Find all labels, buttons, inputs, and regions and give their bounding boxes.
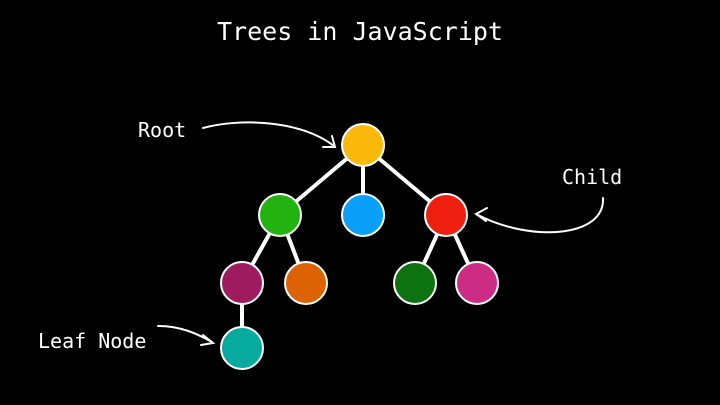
tree-node-purple (220, 261, 264, 305)
child-arrowhead (474, 207, 488, 222)
tree-node-green (258, 193, 302, 237)
diagram-title: Trees in JavaScript (217, 17, 503, 46)
leaf-annotation-label: Leaf Node (38, 329, 146, 353)
child-annotation-label: Child (562, 165, 622, 189)
leaf-arrowhead (200, 334, 216, 346)
tree-node-dark-green (393, 261, 437, 305)
root-annotation-label: Root (138, 118, 186, 142)
tree-node-orange (284, 261, 328, 305)
tree-node-root (341, 123, 385, 167)
root-arrowhead (322, 135, 337, 148)
tree-node-red (424, 193, 468, 237)
leaf-annotation-arrow (157, 325, 213, 343)
tree-node-magenta (455, 261, 499, 305)
root-annotation-arrow (202, 121, 335, 147)
tree-node-blue (341, 193, 385, 237)
tree-edges (240, 143, 479, 350)
tree-nodes (220, 123, 499, 370)
child-annotation-arrow (477, 197, 605, 234)
tree-node-teal (220, 326, 264, 370)
